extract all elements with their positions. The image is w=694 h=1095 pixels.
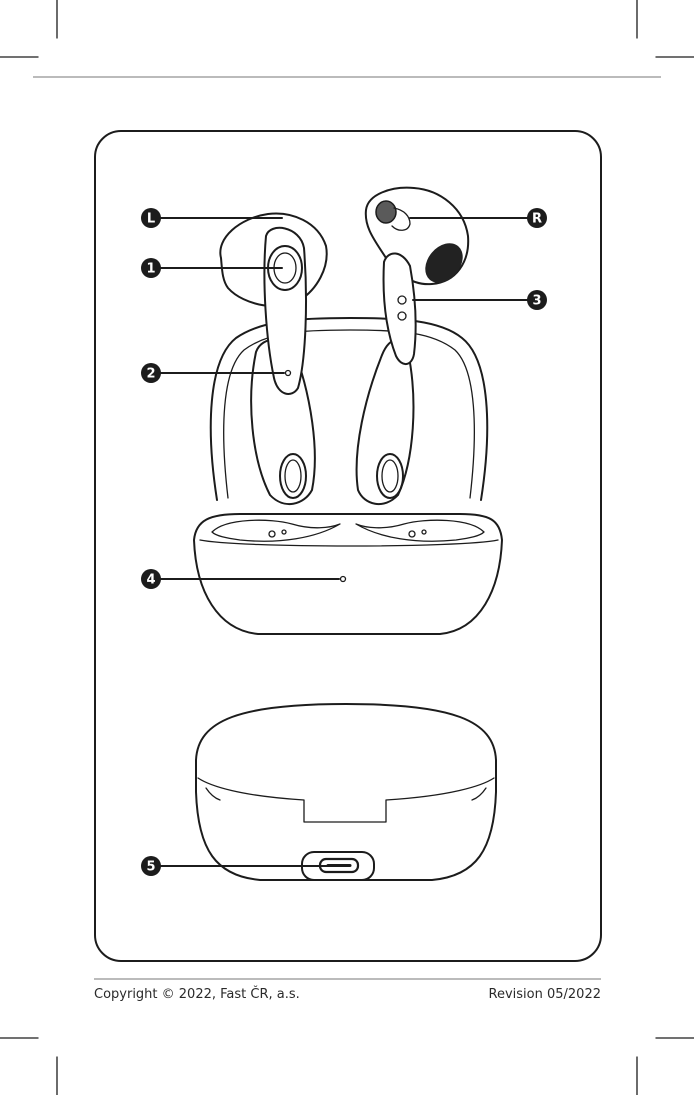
right-earbud [366, 188, 471, 364]
callout-1: 1 [141, 258, 161, 278]
callout-2-label: 2 [146, 367, 155, 382]
callout-L-label: L [147, 212, 155, 227]
callout-4-label: 4 [146, 573, 155, 588]
open-case-body [194, 514, 502, 634]
revision-text: Revision 05/2022 [489, 987, 601, 1002]
callout-1-label: 1 [146, 262, 155, 277]
callout-5-label: 5 [146, 860, 155, 875]
callout-3: 3 [527, 290, 547, 310]
callout-4: 4 [141, 569, 161, 589]
callout-R-label: R [532, 212, 542, 227]
callout-R: R [527, 208, 547, 228]
callout-3-label: 3 [532, 294, 541, 309]
copyright-text: Copyright © 2022, Fast ČR, a.s. [94, 987, 300, 1002]
callout-5: 5 [141, 856, 161, 876]
callout-L: L [141, 208, 161, 228]
closed-case [196, 704, 496, 880]
callout-2: 2 [141, 363, 161, 383]
left-earbud [220, 214, 326, 394]
